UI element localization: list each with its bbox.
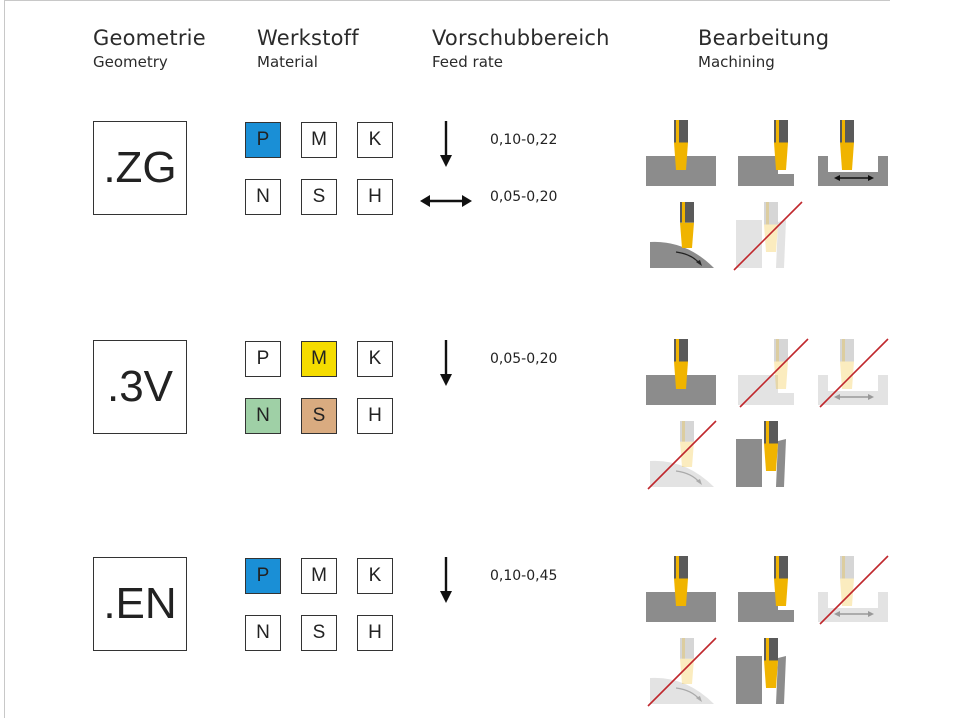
material-tag-p: P [245, 122, 281, 158]
page-frame [4, 0, 891, 718]
feed-rate-value: 0,05-0,20 [490, 189, 558, 205]
geometry-code: .3V [93, 340, 187, 434]
header-machining-en: Machining [698, 53, 775, 71]
material-tag-h: H [357, 179, 393, 215]
header-machining: Bearbeitung Machining [698, 26, 829, 71]
grooving-icon [646, 337, 718, 413]
header-material: Werkstoff Material [257, 26, 359, 71]
profiling-icon [646, 636, 718, 712]
grooving-face-icon [738, 554, 810, 630]
header-geometry-en: Geometry [93, 53, 168, 71]
top-border [4, 0, 890, 1]
grooving-lateral-icon [818, 118, 890, 194]
header-material-en: Material [257, 53, 318, 71]
grooving-icon [646, 118, 718, 194]
material-tag-s: S [301, 398, 337, 434]
grooving-face-icon [738, 118, 810, 194]
profiling-icon [646, 200, 718, 276]
arrow-down-icon [416, 555, 476, 609]
feed-rate-value: 0,05-0,20 [490, 351, 558, 367]
arrow-down-icon [416, 338, 476, 392]
arrow-down-icon [416, 119, 476, 173]
grooving-lateral-icon [818, 554, 890, 630]
header-feed-de: Vorschubbereich [432, 26, 610, 50]
header-material-de: Werkstoff [257, 26, 359, 50]
grooving-icon [646, 554, 718, 630]
not-suitable-parting-icon [732, 200, 804, 276]
material-tag-k: K [357, 558, 393, 594]
feed-rate-value: 0,10-0,45 [490, 568, 558, 584]
parting-icon [732, 636, 804, 712]
header-geometry-de: Geometrie [93, 26, 206, 50]
material-tag-p: P [245, 558, 281, 594]
material-tag-m: M [301, 558, 337, 594]
material-tag-s: S [301, 615, 337, 651]
material-tag-n: N [245, 179, 281, 215]
material-tag-h: H [357, 398, 393, 434]
profiling-icon [646, 419, 718, 495]
header-feed-en: Feed rate [432, 53, 504, 71]
parting-icon [732, 419, 804, 495]
material-tag-h: H [357, 615, 393, 651]
geometry-code: .ZG [93, 121, 187, 215]
material-tag-n: N [245, 615, 281, 651]
header-machining-de: Bearbeitung [698, 26, 830, 50]
grooving-face-icon [738, 337, 810, 413]
material-tag-m: M [301, 122, 337, 158]
material-tag-k: K [357, 122, 393, 158]
grooving-lateral-icon [818, 337, 890, 413]
material-tag-n: N [245, 398, 281, 434]
feed-rate-value: 0,10-0,22 [490, 132, 558, 148]
arrow-left-right-icon [416, 176, 476, 230]
geometry-code: .EN [93, 557, 187, 651]
material-tag-p: P [245, 341, 281, 377]
header-geometry: Geometrie Geometry [93, 26, 206, 71]
material-tag-k: K [357, 341, 393, 377]
material-tag-m: M [301, 341, 337, 377]
material-tag-s: S [301, 179, 337, 215]
header-feed: Vorschubbereich Feed rate [432, 26, 610, 71]
